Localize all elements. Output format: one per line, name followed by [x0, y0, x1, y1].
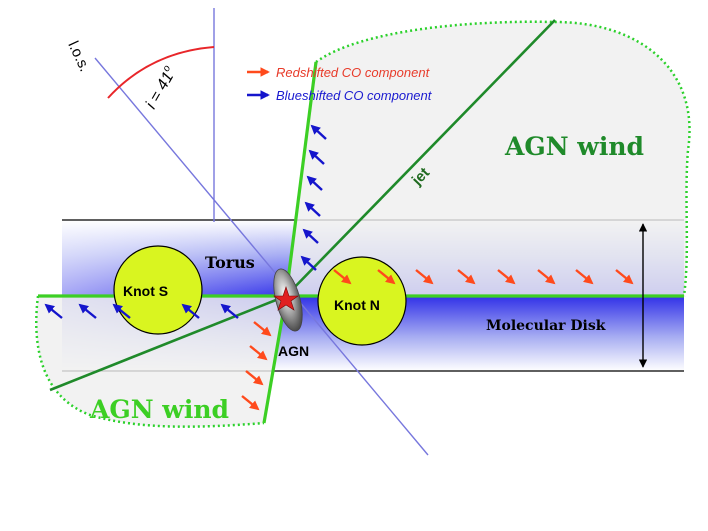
wind-region-lower — [36, 296, 287, 427]
red-arrow — [249, 345, 268, 361]
red-arrow — [415, 269, 434, 285]
line-of-sight — [94, 57, 429, 456]
red-arrow — [615, 269, 634, 285]
red-arrow — [537, 269, 556, 285]
wind-label-bottom: AGN wind — [89, 395, 229, 424]
knot-n-label: Knot N — [334, 297, 380, 313]
blue-arrows-south — [44, 303, 239, 319]
blue-arrow — [300, 255, 317, 271]
red-arrows-north — [333, 269, 634, 285]
red-arrow — [497, 269, 516, 285]
blue-arrow — [112, 303, 131, 319]
red-arrow — [245, 370, 264, 386]
inclination-arc — [107, 46, 215, 99]
legend-blue-text: Blueshifted CO component — [276, 88, 433, 103]
knot-s — [113, 245, 203, 335]
jet-line-north — [285, 19, 556, 297]
wind-region-upper — [286, 21, 690, 297]
agn-label: AGN — [278, 343, 309, 359]
red-arrow — [377, 269, 396, 285]
red-arrow — [253, 321, 272, 337]
blue-arrow — [181, 303, 200, 319]
los-label: l.o.s. — [64, 39, 93, 75]
red-arrow — [457, 269, 476, 285]
inclination-value: i = 41 — [143, 69, 178, 112]
red-arrow — [333, 269, 352, 285]
legend-red-text: Redshifted CO component — [276, 65, 431, 80]
knot-n — [317, 256, 407, 346]
inclination-label: i = 41o — [141, 63, 180, 112]
knot-s-label: Knot S — [123, 283, 168, 299]
blue-arrow — [220, 303, 239, 319]
blue-arrow — [310, 124, 327, 140]
torus-label: Torus — [205, 253, 255, 272]
molecular-disk-label: Molecular Disk — [486, 318, 606, 334]
wind-edge-north — [284, 61, 318, 297]
blue-arrow — [308, 149, 325, 165]
blue-arrow — [306, 175, 323, 191]
red-arrow — [241, 395, 260, 411]
wind-boundary-lower — [35, 295, 265, 428]
blue-arrow — [304, 201, 321, 217]
blue-arrow — [302, 228, 319, 244]
red-arrow — [575, 269, 594, 285]
blue-arrow — [44, 303, 63, 319]
agn-core — [273, 268, 303, 332]
blue-arrows-north — [300, 124, 327, 271]
red-arrows-south — [241, 321, 272, 411]
star-icon — [273, 286, 299, 311]
jet-line-south — [49, 294, 287, 392]
inclination-degree: o — [161, 63, 174, 74]
blue-arrow — [78, 303, 97, 319]
wind-label-top: AGN wind — [504, 132, 644, 161]
